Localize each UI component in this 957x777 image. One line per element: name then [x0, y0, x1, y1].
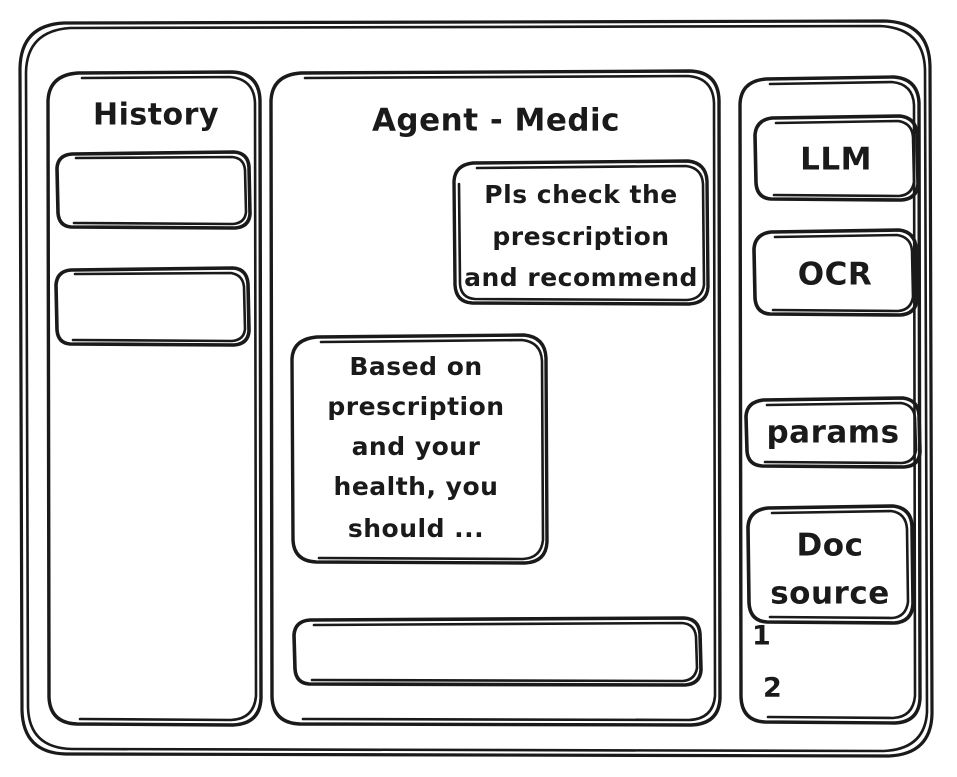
message-user-line-2: prescription — [492, 222, 669, 251]
agent-title: Agent - Medic — [372, 103, 620, 139]
tool-chip-ocr[interactable]: OCR — [752, 228, 919, 317]
tool-chip-llm[interactable]: LLM — [753, 114, 920, 202]
tools-panel — [738, 75, 922, 725]
agent-panel — [269, 69, 722, 727]
composer-input[interactable] — [292, 616, 703, 687]
window-frame — [18, 19, 934, 758]
tool-chip-params[interactable]: params — [744, 396, 922, 469]
message-assistant-line-2: prescription — [327, 392, 504, 421]
message-assistant-line-5: should ... — [348, 514, 484, 543]
doc-source-list-item-2[interactable]: 2 — [763, 673, 782, 704]
history-panel — [46, 70, 263, 727]
tool-chip-ocr-label: OCR — [798, 257, 872, 293]
message-bubble-assistant: Based on prescription and your health, y… — [290, 333, 549, 565]
message-user-line-1: Pls check the — [484, 180, 677, 209]
tool-chip-params-label: params — [766, 415, 899, 451]
message-assistant-line-3: and your — [352, 432, 481, 461]
message-user-line-3: and recommend — [464, 263, 698, 292]
message-assistant-line-1: Based on — [349, 352, 482, 381]
history-item-1[interactable] — [55, 150, 252, 230]
history-item-2[interactable] — [54, 266, 251, 347]
doc-source-box[interactable]: Doc source — [746, 504, 915, 625]
doc-source-line-1: Doc — [797, 528, 864, 564]
doc-source-line-2: source — [770, 576, 890, 612]
message-assistant-line-4: health, you — [334, 472, 499, 501]
doc-source-list-item-1[interactable]: 1 — [752, 621, 771, 652]
message-bubble-user: Pls check the prescription and recommend — [452, 159, 710, 306]
history-title: History — [93, 98, 219, 133]
tool-chip-llm-label: LLM — [800, 142, 872, 178]
